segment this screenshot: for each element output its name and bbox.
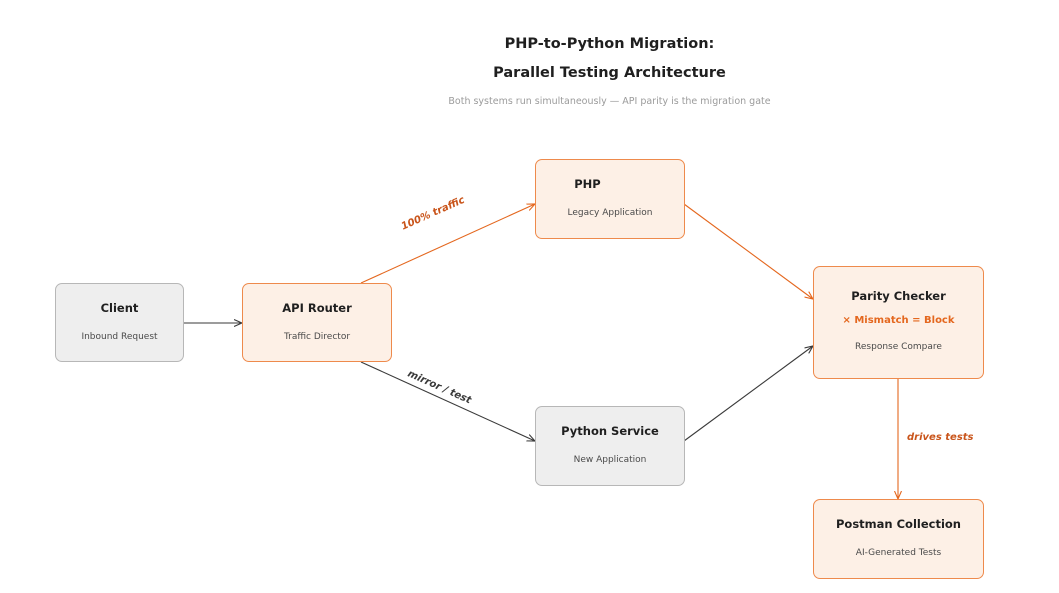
node-parity-checker-warning: × Mismatch = Block bbox=[842, 315, 955, 326]
node-postman-collection: Postman Collection AI-Generated Tests bbox=[813, 499, 984, 579]
node-client: Client Inbound Request bbox=[55, 283, 184, 362]
node-parity-checker-name: Parity Checker bbox=[851, 289, 946, 303]
edge-python-to-checker bbox=[683, 346, 813, 442]
node-python-service-name: Python Service bbox=[561, 424, 659, 438]
edge-router-to-php bbox=[360, 204, 535, 284]
node-postman-collection-name: Postman Collection bbox=[836, 517, 961, 531]
edge-php-to-checker bbox=[683, 203, 813, 299]
node-python-service-desc: New Application bbox=[573, 455, 647, 465]
diagram-title-line-1: PHP-to-Python Migration: bbox=[504, 36, 715, 52]
edge-label-drives-tests: drives tests bbox=[907, 432, 974, 443]
diagram-subtitle: Both systems run simultaneously — API pa… bbox=[448, 96, 771, 107]
node-api-router: API Router Traffic Director bbox=[242, 283, 392, 362]
node-api-router-desc: Traffic Director bbox=[283, 332, 351, 342]
node-parity-checker: Parity Checker × Mismatch = Block Respon… bbox=[813, 266, 984, 379]
node-api-router-name: API Router bbox=[282, 301, 352, 315]
node-php-name: PHP bbox=[574, 177, 601, 191]
node-client-desc: Inbound Request bbox=[81, 332, 158, 342]
diagram-title-line-2: Parallel Testing Architecture bbox=[493, 65, 726, 81]
edge-router-to-python bbox=[360, 361, 535, 441]
node-parity-checker-desc: Response Compare bbox=[855, 342, 942, 352]
node-postman-collection-desc: AI-Generated Tests bbox=[855, 548, 942, 558]
node-client-name: Client bbox=[100, 301, 139, 315]
node-php-desc: Legacy Application bbox=[567, 208, 653, 218]
node-php: PHP Legacy Application bbox=[535, 159, 685, 239]
node-python-service: Python Service New Application bbox=[535, 406, 685, 486]
